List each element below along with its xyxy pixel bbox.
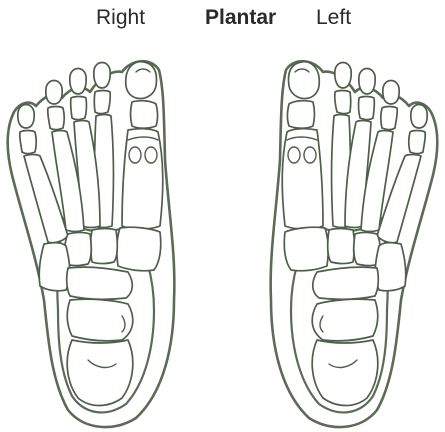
right-foot — [8, 61, 175, 427]
left-foot — [271, 61, 438, 427]
